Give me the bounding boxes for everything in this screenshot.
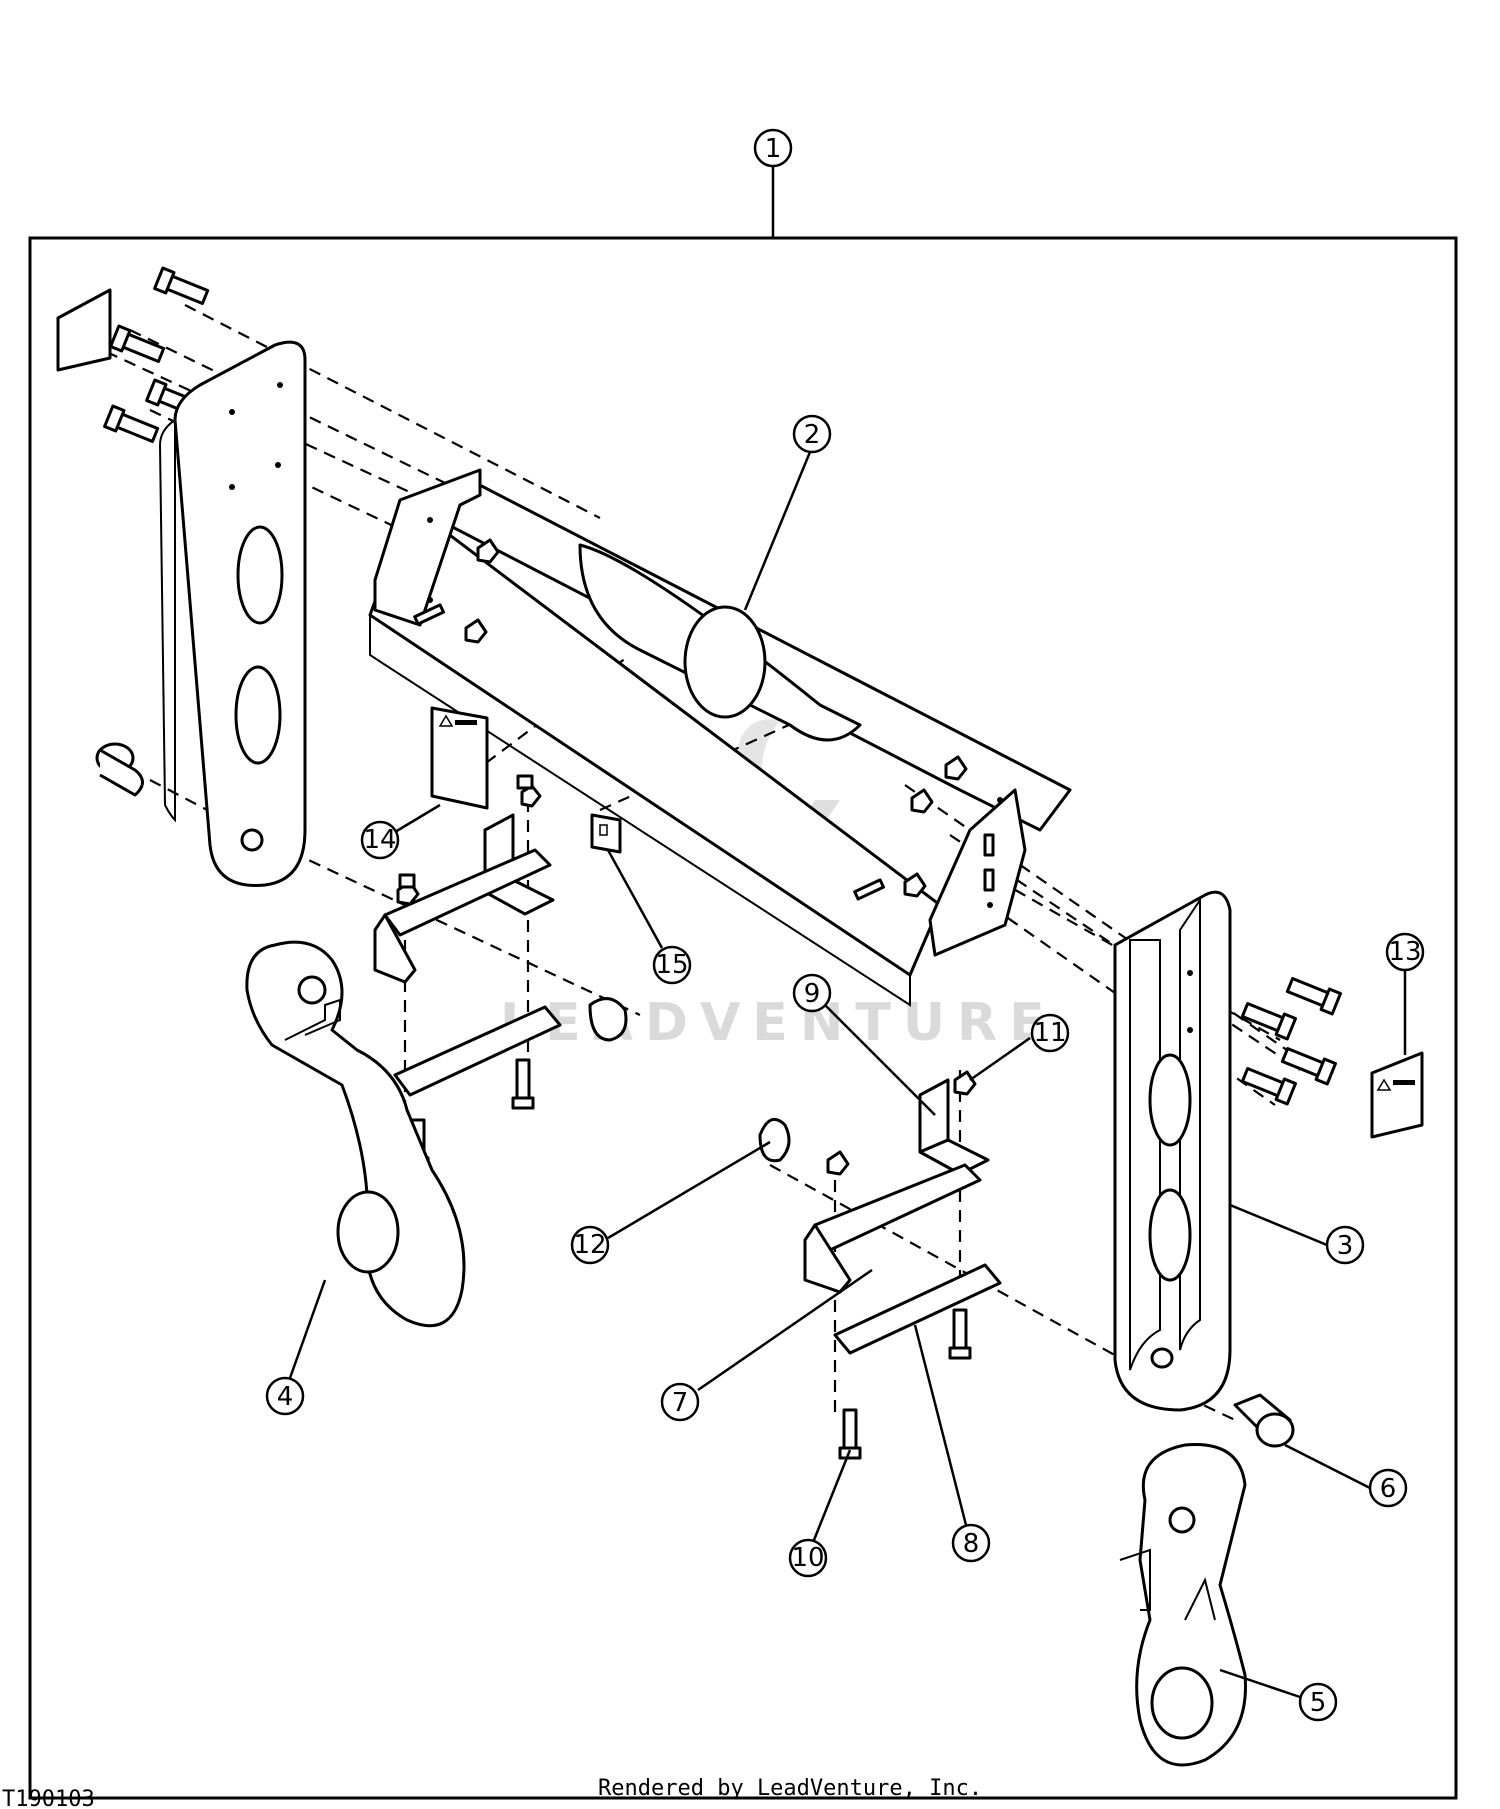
callout-8: 8 bbox=[951, 1523, 991, 1563]
bracket-cluster-left bbox=[373, 774, 562, 1170]
svg-text:2: 2 bbox=[804, 420, 821, 450]
callout-13: 13 bbox=[1385, 932, 1425, 972]
callout-11: 11 bbox=[1030, 1013, 1070, 1053]
svg-text:13: 13 bbox=[1388, 937, 1421, 967]
lynch-pin-left bbox=[588, 997, 628, 1042]
svg-text:4: 4 bbox=[277, 1382, 294, 1412]
bolts-right bbox=[1240, 977, 1342, 1106]
callout-14: 14 bbox=[360, 820, 400, 860]
left-side-plate bbox=[158, 340, 307, 887]
callout-5: 5 bbox=[1298, 1682, 1338, 1722]
bracket-cluster-right bbox=[803, 1070, 1002, 1460]
callout-4: 4 bbox=[265, 1376, 305, 1416]
hook-4 bbox=[245, 940, 466, 1328]
callouts: 1 2 3 4 5 6 7 8 9 10 11 12 13 14 15 bbox=[265, 128, 1425, 1722]
svg-text:3: 3 bbox=[1337, 1231, 1354, 1261]
hook-5 bbox=[1119, 1443, 1247, 1767]
callout-3: 3 bbox=[1325, 1225, 1365, 1265]
svg-text:7: 7 bbox=[672, 1388, 689, 1418]
svg-text:15: 15 bbox=[655, 950, 688, 980]
callout-12: 12 bbox=[570, 1225, 610, 1265]
svg-text:10: 10 bbox=[791, 1543, 824, 1573]
callout-1: 1 bbox=[753, 128, 793, 168]
decal-13 bbox=[1370, 1051, 1424, 1139]
callout-9: 9 bbox=[792, 973, 832, 1013]
svg-text:6: 6 bbox=[1380, 1474, 1397, 1504]
assembly-frame bbox=[28, 236, 1458, 1800]
callout-15: 15 bbox=[652, 945, 692, 985]
bushing-left bbox=[95, 742, 144, 797]
svg-text:8: 8 bbox=[963, 1529, 980, 1559]
right-side-plate bbox=[1113, 890, 1232, 1412]
cross-member bbox=[368, 468, 1072, 1007]
bushing-right bbox=[1233, 1393, 1295, 1448]
decal-14 bbox=[430, 706, 489, 810]
lynch-pin-right bbox=[758, 1117, 791, 1163]
svg-text:14: 14 bbox=[363, 825, 396, 855]
svg-text:1: 1 bbox=[765, 134, 782, 164]
render-credit: Rendered by LeadVenture, Inc. bbox=[598, 1776, 982, 1801]
callout-leaders bbox=[288, 451, 1407, 1699]
watermark-text: LEADVENTURE bbox=[500, 993, 1057, 1053]
callout-2: 2 bbox=[792, 414, 832, 454]
callout-6: 6 bbox=[1368, 1468, 1408, 1508]
decal-left bbox=[56, 288, 112, 372]
callout-7: 7 bbox=[660, 1382, 700, 1422]
figure-code: T190103 bbox=[2, 1787, 95, 1809]
clip-15 bbox=[590, 813, 622, 854]
callout-10: 10 bbox=[788, 1538, 828, 1578]
svg-text:11: 11 bbox=[1033, 1018, 1066, 1048]
svg-text:12: 12 bbox=[573, 1230, 606, 1260]
svg-text:9: 9 bbox=[804, 979, 821, 1009]
svg-text:5: 5 bbox=[1310, 1688, 1327, 1718]
